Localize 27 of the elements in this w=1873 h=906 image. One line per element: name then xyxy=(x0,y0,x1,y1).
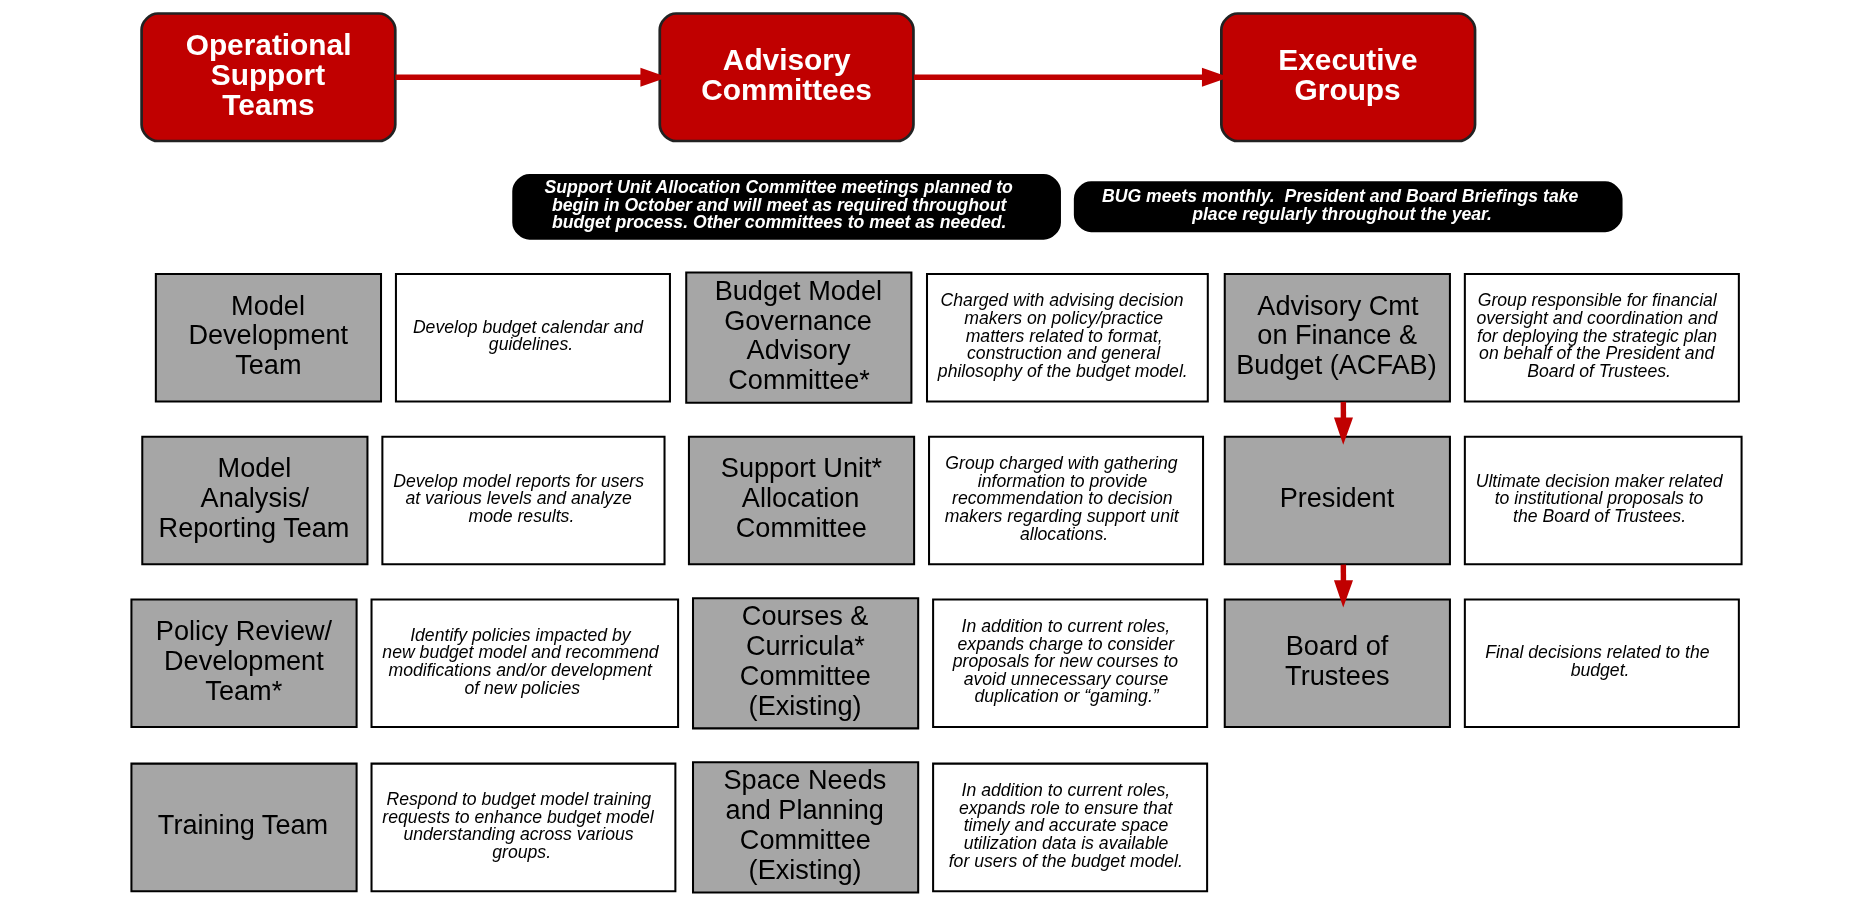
node-box: Ultimate decision maker related to institutional proposals to the Board of Trustees. xyxy=(1463,435,1743,566)
node-box: Courses & Curricula* Committee (Existing) xyxy=(692,597,920,730)
node-box: Identify policies impacted by new budget model and recommend modifications and/or development of new policies xyxy=(370,598,680,729)
node-box: Space Needs and Planning Committee (Existing) xyxy=(692,761,920,894)
node-box: Respond to budget model training requests to enhance budget model understanding across various groups. xyxy=(370,762,677,893)
node-box: Group charged with gathering information to provide recommendation to decision makers regarding support unit allocations. xyxy=(928,435,1205,566)
node-box: Model Development Team xyxy=(154,272,383,403)
node-box: Support Unit* Allocation Committee xyxy=(687,435,916,566)
node-box: Budget Model Governance Advisory Committee* xyxy=(685,271,913,404)
node-box: BUG meets monthly. President and Board Briefings take place regularly throughout the year. xyxy=(1073,181,1623,233)
node-box: President xyxy=(1223,435,1451,566)
node-box: Develop budget calendar and guidelines. xyxy=(394,272,671,403)
node-box: Advisory Committees xyxy=(658,12,915,143)
node-box: Group responsible for financial oversight and coordination and for deploying the strategic plan on behalf of the President and Board of Trustees. xyxy=(1463,272,1740,403)
node-box: Operational Support Teams xyxy=(140,12,397,143)
node-box: Advisory Cmt on Finance & Budget (ACFAB) xyxy=(1223,272,1451,403)
node-box: Training Team xyxy=(130,762,358,893)
node-box: Policy Review/ Development Team* xyxy=(130,598,358,729)
node-box: Support Unit Allocation Committee meetings planned to begin in October and will meet as required throughout budget process. Other committees to meet as needed. xyxy=(512,173,1061,240)
node-box: In addition to current roles, expands role to ensure that timely and accurate space utilization data is available for users of the budget model. xyxy=(932,762,1209,893)
node-box: Board of Trustees xyxy=(1223,598,1451,729)
node-box: Charged with advising decision makers on policy/practice matters related to format, construction and general philosophy of the budget model. xyxy=(926,272,1209,403)
node-box: In addition to current roles, expands charge to consider proposals for new courses to avoid unnecessary course duplication or “gaming.” xyxy=(932,598,1209,729)
node-box: Final decisions related to the budget. xyxy=(1463,598,1740,729)
node-box: Model Analysis/ Reporting Team xyxy=(141,435,369,566)
node-box: Executive Groups xyxy=(1220,12,1477,143)
node-box: Develop model reports for users at various levels and analyze mode results. xyxy=(381,435,666,566)
